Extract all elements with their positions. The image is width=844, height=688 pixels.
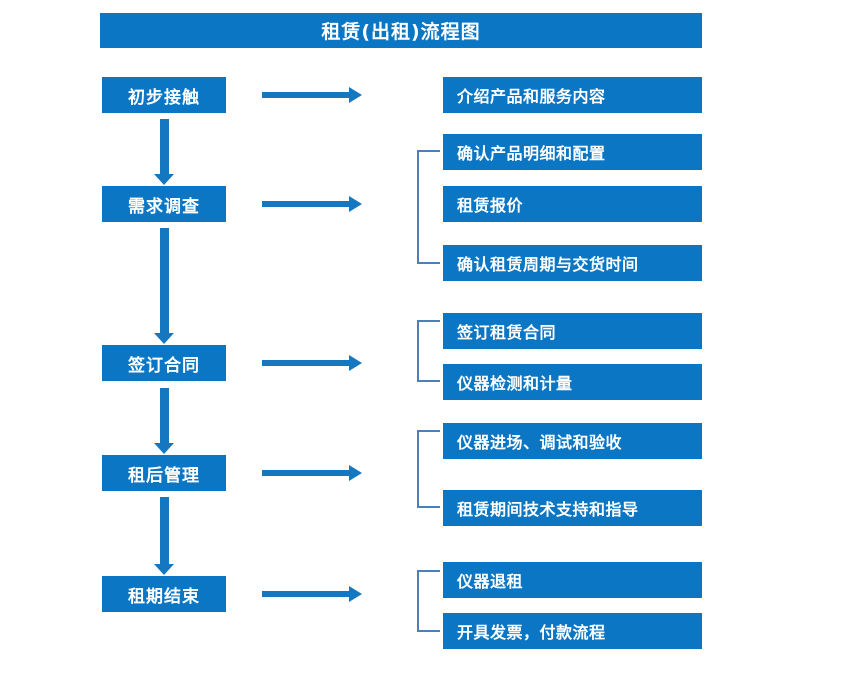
group-bracket-3 <box>417 320 440 382</box>
group-bracket-2 <box>417 150 440 264</box>
vertical-arrow-4-to-5 <box>154 497 174 575</box>
stage-box-3[interactable]: 签订合同 <box>102 345 226 381</box>
detail-box-5-1[interactable]: 仪器退租 <box>443 562 702 598</box>
detail-box-3-1[interactable]: 签订租赁合同 <box>443 313 702 349</box>
vertical-arrow-1-to-2 <box>154 119 174 185</box>
detail-box-3-2[interactable]: 仪器检测和计量 <box>443 364 702 400</box>
horizontal-arrow-3 <box>262 355 362 371</box>
group-bracket-5 <box>417 570 440 632</box>
vertical-arrow-3-to-4 <box>154 388 174 454</box>
flowchart-title: 租赁(出租)流程图 <box>100 13 702 48</box>
horizontal-arrow-4 <box>262 465 362 481</box>
detail-box-4-2[interactable]: 租赁期间技术支持和指导 <box>443 490 702 526</box>
stage-box-5[interactable]: 租期结束 <box>102 576 226 612</box>
horizontal-arrow-5 <box>262 586 362 602</box>
detail-box-2-3[interactable]: 确认租赁周期与交货时间 <box>443 245 702 281</box>
horizontal-arrow-2 <box>262 196 362 212</box>
horizontal-arrow-1 <box>262 87 362 103</box>
vertical-arrow-2-to-3 <box>154 228 174 344</box>
detail-box-2-1[interactable]: 确认产品明细和配置 <box>443 134 702 170</box>
group-bracket-4 <box>417 430 440 508</box>
detail-box-1-1[interactable]: 介绍产品和服务内容 <box>443 77 702 113</box>
stage-box-2[interactable]: 需求调查 <box>102 186 226 222</box>
detail-box-4-1[interactable]: 仪器进场、调试和验收 <box>443 423 702 459</box>
detail-box-2-2[interactable]: 租赁报价 <box>443 186 702 222</box>
stage-box-1[interactable]: 初步接触 <box>102 77 226 113</box>
stage-box-4[interactable]: 租后管理 <box>102 455 226 491</box>
detail-box-5-2[interactable]: 开具发票，付款流程 <box>443 613 702 649</box>
